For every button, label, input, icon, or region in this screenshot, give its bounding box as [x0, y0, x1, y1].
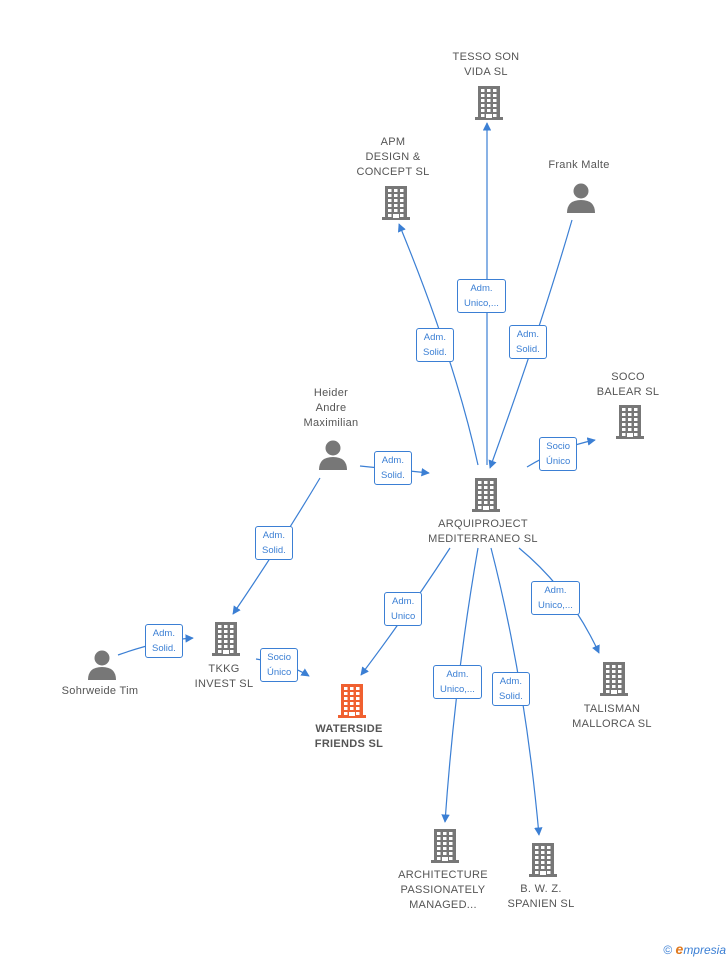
- copyright-symbol: ©: [663, 943, 673, 957]
- edge-label-arqui-waterside[interactable]: Adm. Unico: [384, 592, 423, 626]
- node-label: Sohrweide Tim: [61, 685, 139, 697]
- edge-label-sohrweide-tkkg[interactable]: Adm. Solid.: [145, 624, 183, 658]
- edge-label-heider-arqui[interactable]: Adm. Solid.: [374, 451, 412, 485]
- building-icon: [210, 622, 242, 661]
- empresia-watermark: © empresia: [663, 941, 726, 957]
- building-icon: [527, 843, 559, 882]
- person-icon: [565, 183, 597, 218]
- building-icon: [429, 829, 461, 868]
- building-icon: [473, 86, 505, 125]
- building-icon: [598, 662, 630, 701]
- building-icon: [336, 684, 368, 723]
- building-icon: [470, 478, 502, 517]
- building-icon: [614, 405, 646, 444]
- edge-label-arqui-architecture[interactable]: Adm. Unico,...: [433, 665, 482, 699]
- edge-label-arqui-soco[interactable]: Socio Único: [539, 437, 578, 471]
- edge-label-arqui-apm[interactable]: Adm. Solid.: [416, 328, 454, 362]
- building-icon: [380, 186, 412, 225]
- node-label: APM DESIGN & CONCEPT SL: [356, 136, 430, 178]
- node-label: TESSO SON VIDA SL: [452, 51, 520, 78]
- node-label: TKKG INVEST SL: [194, 663, 254, 690]
- node-label: B. W. Z. SPANIEN SL: [507, 883, 575, 910]
- person-icon: [317, 440, 349, 475]
- node-label: Frank Malte: [548, 159, 610, 171]
- node-label: ARCHITECTURE PASSIONATELY MANAGED...: [398, 869, 488, 911]
- edge-label-frank-arqui[interactable]: Adm. Solid.: [509, 325, 547, 359]
- edge-label-arqui-tesso[interactable]: Adm. Unico,...: [457, 279, 506, 313]
- node-label: ARQUIPROJECT MEDITERRANEO SL: [428, 518, 538, 545]
- node-label: SOCO BALEAR SL: [596, 371, 660, 398]
- brand-name: mpresia: [683, 943, 726, 957]
- person-icon: [86, 650, 118, 685]
- brand-initial: e: [675, 941, 684, 957]
- node-label: WATERSIDE FRIENDS SL: [314, 723, 384, 750]
- edge-label-tkkg-waterside[interactable]: Socio Único: [260, 648, 299, 682]
- edge-label-heider-tkkg[interactable]: Adm. Solid.: [255, 526, 293, 560]
- node-label: Heider Andre Maximilian: [303, 387, 359, 429]
- edge-label-arqui-talisman[interactable]: Adm. Unico,...: [531, 581, 580, 615]
- node-label: TALISMAN MALLORCA SL: [572, 703, 652, 730]
- edge-label-arqui-bwz[interactable]: Adm. Solid.: [492, 672, 530, 706]
